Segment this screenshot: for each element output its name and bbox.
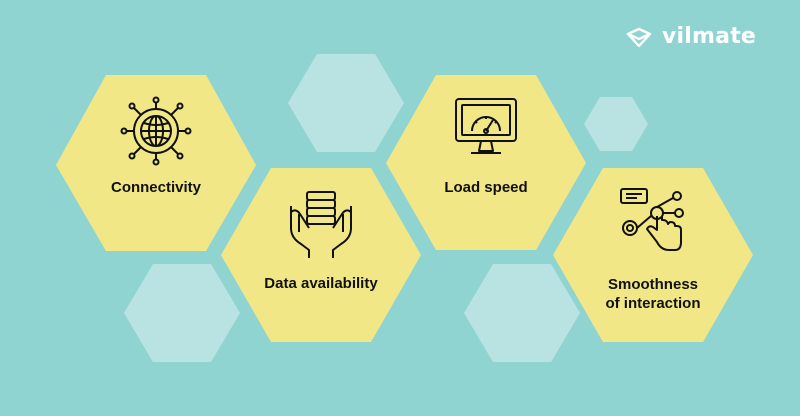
feature-label-smoothness-line1: Smoothness [607,276,698,293]
decor-hexagon [584,97,648,151]
feature-hexagon-data-availability [221,168,421,342]
touch-interaction-icon [620,188,684,251]
globe-network-icon [120,96,192,166]
feature-hexagon-smoothness [553,168,753,342]
decor-hexagon [288,54,404,152]
feature-hexagon-connectivity [56,75,256,251]
decor-hexagon [464,264,580,362]
vilmate-logo-icon [626,27,652,47]
vilmate-logo: vilmate [626,24,756,49]
feature-hexagon-load-speed [386,75,586,250]
hands-holding-data-icon [290,191,352,258]
brand-name: vilmate [662,24,757,49]
feature-label-smoothness-line2: of interaction [605,295,701,312]
feature-label-connectivity: Connectivity [110,179,201,196]
feature-label-smoothness: Smoothness of interaction [583,275,723,313]
feature-label-load-speed: Load speed [444,179,528,196]
feature-label-data-availability: Data availability [264,275,378,292]
decor-hexagon [124,264,240,362]
monitor-speedometer-icon [455,98,517,154]
